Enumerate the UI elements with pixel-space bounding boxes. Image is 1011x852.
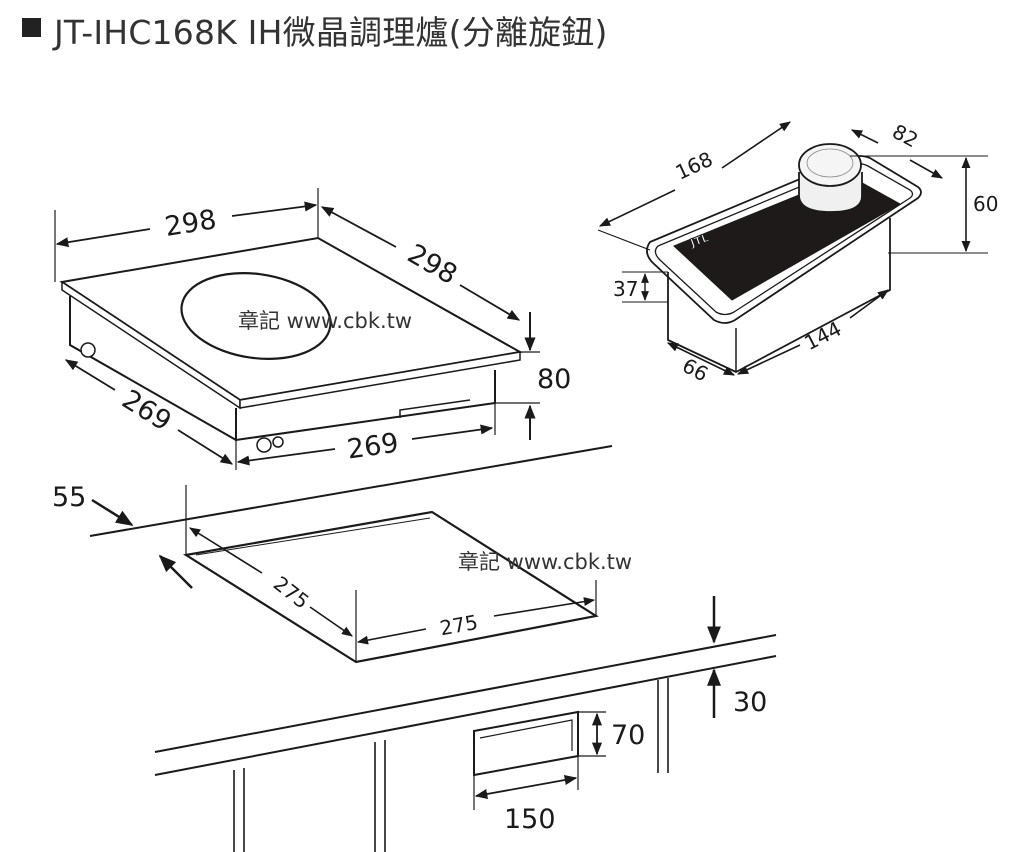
dim-knob-cutout-width: 150 xyxy=(504,804,556,835)
watermark-text: 章記 www.cbk.tw xyxy=(238,309,412,333)
cooktop-glass-front-edge xyxy=(239,351,521,409)
dim-knob-width: 82 xyxy=(888,119,922,152)
cooktop-body-left xyxy=(69,296,237,441)
countertop-illustration xyxy=(89,445,777,852)
page-title: JT-IHC168K IH微晶調理爐(分離旋鈕) xyxy=(54,13,608,52)
cooktop-body-notch xyxy=(399,399,471,418)
dim-knob-flange: 37 xyxy=(613,277,638,301)
cooktop-foot xyxy=(80,342,96,358)
cooktop-illustration xyxy=(54,188,540,470)
dim-knob-cutout-height: 70 xyxy=(611,720,645,751)
knob-dial xyxy=(798,143,863,213)
cooktop-cutout xyxy=(182,510,599,664)
knob-unit-illustration: JTL xyxy=(597,143,988,374)
dim-counter-thickness: 30 xyxy=(733,687,767,718)
dim-top-width: 298 xyxy=(163,204,219,243)
dim-body-depth: 269 xyxy=(116,384,176,438)
cooktop-foot xyxy=(256,437,272,453)
dim-knob-height: 60 xyxy=(973,192,998,216)
cooking-zone-ring xyxy=(180,272,332,360)
cooktop-foot xyxy=(272,436,284,448)
page-header: JT-IHC168K IH微晶調理爐(分離旋鈕) xyxy=(0,0,1011,60)
dim-height: 80 xyxy=(537,364,571,395)
watermark-text: 章記 www.cbk.tw xyxy=(458,550,632,574)
dim-body-width: 269 xyxy=(345,428,400,466)
bullet-square-icon xyxy=(22,18,41,37)
dim-knob-body-length: 144 xyxy=(800,316,845,355)
dim-edge-margin: 55 xyxy=(52,482,86,513)
dim-knob-length: 168 xyxy=(672,147,717,185)
dim-top-depth: 298 xyxy=(402,238,462,291)
cooktop-body-front xyxy=(235,370,496,442)
